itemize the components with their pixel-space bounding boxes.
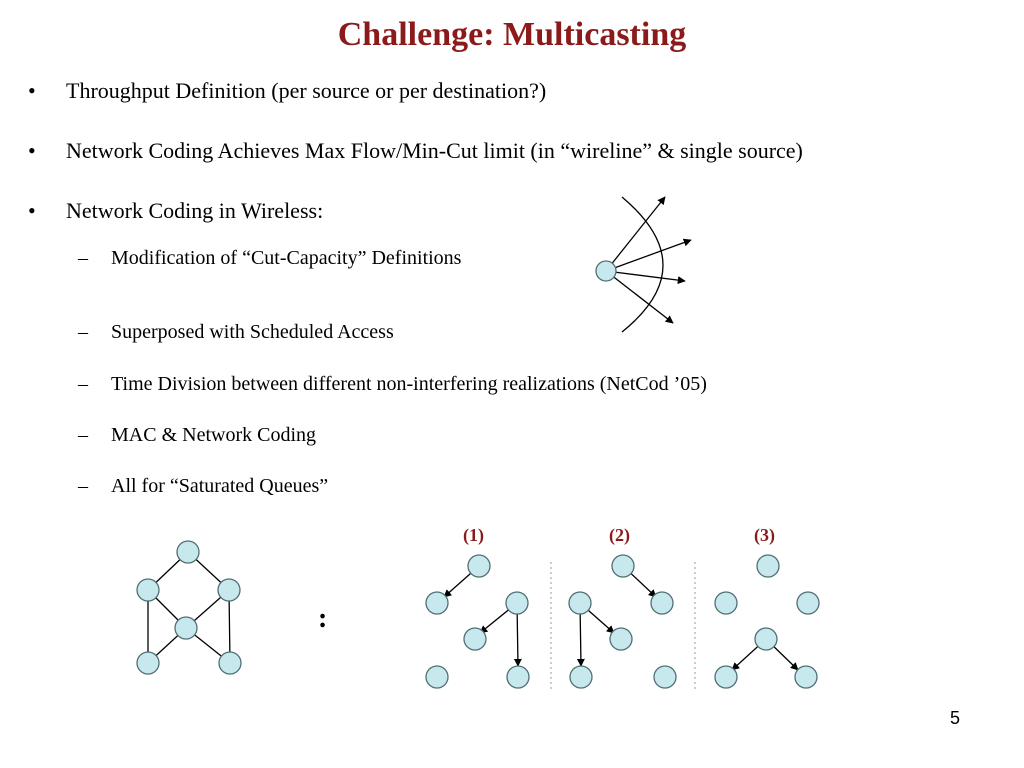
realization-panel-2: (2) [568,525,677,689]
page-number: 5 [950,708,961,728]
sub-bullet-text: MAC & Network Coding [111,424,316,446]
cut-arc [621,196,664,333]
bullet-marker: • [28,78,36,103]
sub-bullet-text: Superposed with Scheduled Access [111,321,394,343]
panel-node [754,627,778,651]
broadcast-arrow-1 [605,196,666,272]
panel-node [796,591,820,615]
sub-bullet-text: All for “Saturated Queues” [111,475,329,497]
network-graph [136,540,242,675]
panel-node [467,554,491,578]
panel-node [568,591,592,615]
panel-node [650,591,674,615]
panel-label-3: (3) [754,525,775,546]
panel-node [425,591,449,615]
graph-node [174,616,198,640]
bullet-max-flow: • Network Coding Achieves Max Flow/Min-Cu… [28,138,803,164]
source-node [595,260,617,282]
broadcast-arrow-2 [605,238,692,272]
slide-title: Challenge: Multicasting [337,16,687,53]
graph-node [176,540,200,564]
panel-node [569,665,593,689]
sub-bullet-cut-capacity: – Modification of “Cut-Capacity” Definiti… [78,247,461,270]
panel-node [425,665,449,689]
graph-node [218,651,242,675]
panel-node [714,591,738,615]
panel-node [653,665,677,689]
graph-node [217,578,241,602]
bullet-throughput: • Throughput Definition (per source or pe… [28,78,546,104]
bullet-text: Network Coding in Wireless: [66,198,324,223]
broadcast-diagram [595,196,692,333]
dash-marker: – [78,247,88,269]
dash-marker: – [78,424,88,446]
realization-panel-3: (3) [714,525,820,689]
panel-node [756,554,780,578]
broadcast-arrow-4 [605,270,674,324]
sub-bullet-text: Modification of “Cut-Capacity” Definitio… [111,247,462,269]
dash-marker: – [78,475,88,497]
panel-node [463,627,487,651]
panel-label-1: (1) [463,525,484,546]
panel-node [794,665,818,689]
dash-marker: – [78,373,88,395]
bullet-marker: • [28,138,36,163]
sub-bullet-mac: – MAC & Network Coding [78,424,316,447]
sub-bullet-saturated-queues: – All for “Saturated Queues” [78,475,328,498]
sub-bullet-text: Time Division between different non-inte… [111,373,707,395]
panel-label-2: (2) [609,525,630,546]
panel-node [714,665,738,689]
panel-node [505,591,529,615]
graph-node [136,651,160,675]
sub-bullet-scheduled-access: – Superposed with Scheduled Access [78,321,394,344]
bullet-text: Throughput Definition (per source or per… [66,78,547,103]
graph-node [136,578,160,602]
dash-marker: – [78,321,88,343]
sub-bullet-time-division: – Time Division between different non-int… [78,373,707,396]
panel-node [609,627,633,651]
realization-separator: : [318,603,327,634]
panel-node [611,554,635,578]
broadcast-arrow-3 [605,270,686,285]
realization-panel-1: (1) [425,525,530,689]
bullet-marker: • [28,198,36,223]
bullet-wireless: • Network Coding in Wireless: [28,198,323,224]
bullet-text: Network Coding Achieves Max Flow/Min-Cut… [66,138,803,163]
graph-edge [228,589,231,664]
panel-node [506,665,530,689]
